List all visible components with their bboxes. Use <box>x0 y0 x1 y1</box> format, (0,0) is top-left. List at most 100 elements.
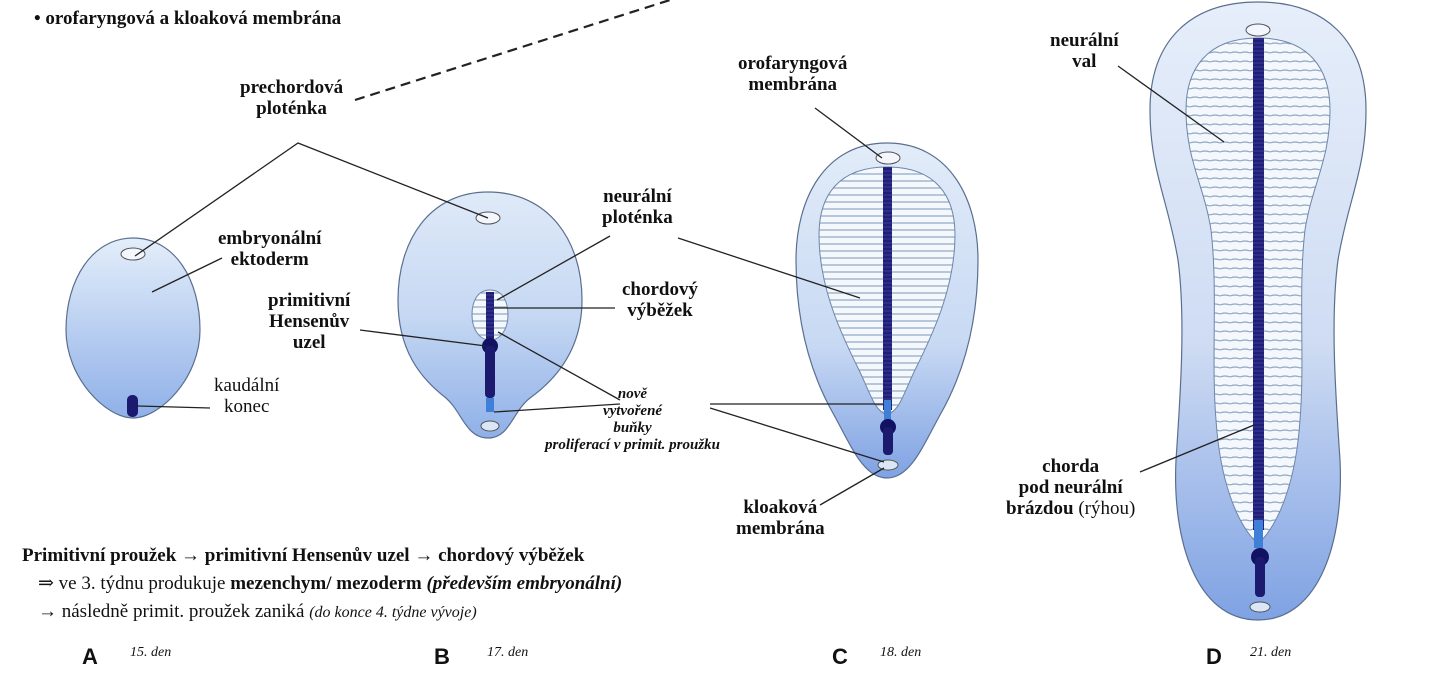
note-line-3: → následně primit. proužek zaniká (do ko… <box>38 600 477 625</box>
leader-new-cells-2 <box>493 403 621 413</box>
embryo-c <box>795 142 979 479</box>
panel-day-a: 15. den <box>130 645 172 660</box>
label-line: pod neurální <box>1018 477 1123 498</box>
label-line: konec <box>224 396 270 417</box>
note-text: chordový výběžek <box>438 545 585 566</box>
panel-day-d: 21. den <box>1250 645 1292 660</box>
oropharyngeal-membrane-d <box>1245 23 1271 37</box>
panel-letter-c: C <box>832 644 848 669</box>
embryo-a-disc <box>65 237 201 419</box>
cloacal-membrane-c <box>877 459 899 471</box>
label-line: ploténka <box>602 207 673 228</box>
leader-node <box>359 329 487 347</box>
label-new-cells: nově vytvořené buňky proliferací v primi… <box>545 386 720 454</box>
cloacal-membrane-d <box>1249 601 1271 613</box>
label-prechordal-plate: prechordová ploténka <box>240 77 343 119</box>
new-cells-b <box>486 398 494 412</box>
note-text: následně primit. proužek zaniká <box>61 601 305 622</box>
note-arrow: → <box>181 545 201 566</box>
label-chorda: chorda pod neurální brázdou (rýhou) <box>1006 456 1135 519</box>
panel-letter-a: A <box>82 644 98 669</box>
label-line: chorda <box>1042 456 1100 477</box>
label-part: (rýhou) <box>1078 498 1136 519</box>
embryo-a <box>65 237 201 419</box>
primitive-streak-a <box>127 395 138 417</box>
cloacal-membrane-b <box>480 420 500 432</box>
panel-letter-d: D <box>1206 644 1222 669</box>
note-arrow: → <box>38 601 57 622</box>
bullet-dot: • <box>34 8 41 29</box>
leader-new-cells-1 <box>497 331 621 401</box>
label-notochordal-process: chordový výběžek <box>622 279 698 321</box>
panel-day-c: 18. den <box>880 645 922 660</box>
note-text: (do konce 4. týdne vývoje) <box>309 604 477 621</box>
label-line: primitivní <box>268 290 351 311</box>
label-line: chordový <box>622 279 698 300</box>
leader-chorda <box>1139 424 1255 473</box>
prechordal-plate-a <box>120 247 146 261</box>
notochordal-process-b <box>486 292 494 340</box>
label-oropharyngeal-membrane: orofaryngová membrána <box>738 53 847 95</box>
label-cloacal-membrane: kloaková membrána <box>736 497 825 539</box>
note-line-2: ⇒ ve 3. týdnu produkuje mezenchym/ mezod… <box>38 572 622 596</box>
note-text: Primitivní proužek <box>22 545 177 566</box>
notochord-d <box>1253 38 1264 530</box>
leader-new-cells-4 <box>709 407 885 463</box>
leader-neural-plate-c <box>677 237 861 299</box>
label-line: uzel <box>292 332 326 353</box>
label-line: proliferací v primit. proužku <box>545 437 721 453</box>
leader-cloacal <box>819 467 885 506</box>
label-line: embryonální <box>218 228 322 249</box>
leader-prechordal <box>134 142 489 257</box>
note-text: (především embryonální) <box>426 573 623 594</box>
note-text: mezenchym/ mezoderm <box>230 573 422 594</box>
label-part: brázdou <box>1006 498 1074 519</box>
note-text: primitivní Hensenův uzel <box>204 545 410 566</box>
leader-lines <box>134 0 1255 506</box>
new-cells-c <box>884 400 891 422</box>
label-line: brázdou (rýhou) <box>1006 498 1135 519</box>
label-neural-plate: neurální ploténka <box>602 186 673 228</box>
embryo-d <box>1149 1 1367 621</box>
label-line: membrána <box>748 74 838 95</box>
panel-day-b: 17. den <box>487 645 529 660</box>
label-embryonic-ectoderm: embryonální ektoderm <box>218 228 321 270</box>
label-line: nově <box>617 386 648 402</box>
note-text: ve 3. týdnu produkuje <box>58 573 226 594</box>
label-line: ploténka <box>256 98 327 119</box>
leader-neural-plate-b <box>496 235 611 301</box>
label-line: Hensenův <box>269 311 350 332</box>
label-caudal-end: kaudální konec <box>214 375 279 417</box>
label-line: vytvořené <box>602 403 663 419</box>
label-line: neurální <box>603 186 672 207</box>
note-line-1: Primitivní proužek → primitivní Hensenův… <box>22 544 584 568</box>
notochord-c <box>883 167 892 410</box>
primitive-streak-d <box>1255 557 1265 597</box>
label-line: kloaková <box>743 497 818 518</box>
label-line: neurální <box>1050 30 1119 51</box>
leader-caudal <box>137 405 211 409</box>
embryo-b <box>397 191 583 439</box>
note-arrow: → <box>414 545 434 566</box>
leader-neural-fold <box>1117 65 1225 143</box>
leader-ectoderm <box>151 257 223 293</box>
oropharyngeal-membrane-c <box>875 151 901 165</box>
header-bullet: • orofaryngová a kloaková membrána <box>34 8 341 30</box>
label-neural-fold: neurální val <box>1050 30 1119 72</box>
label-line: výběžek <box>627 300 693 321</box>
primitive-streak-b <box>485 346 495 398</box>
label-line: val <box>1072 51 1097 72</box>
leader-oropharyngeal <box>814 107 883 159</box>
label-line: buňky <box>613 420 652 436</box>
label-primitive-node: primitivní Hensenův uzel <box>268 290 350 353</box>
bullet-text: orofaryngová a kloaková membrána <box>45 8 342 29</box>
leader-dashed <box>354 0 671 102</box>
label-line: membrána <box>736 518 825 539</box>
panel-letter-b: B <box>434 644 450 669</box>
label-line: ektoderm <box>230 249 309 270</box>
note-arrow: ⇒ <box>38 573 54 594</box>
label-line: prechordová <box>240 77 344 98</box>
label-line: kaudální <box>214 375 280 396</box>
new-cells-d <box>1254 520 1263 548</box>
